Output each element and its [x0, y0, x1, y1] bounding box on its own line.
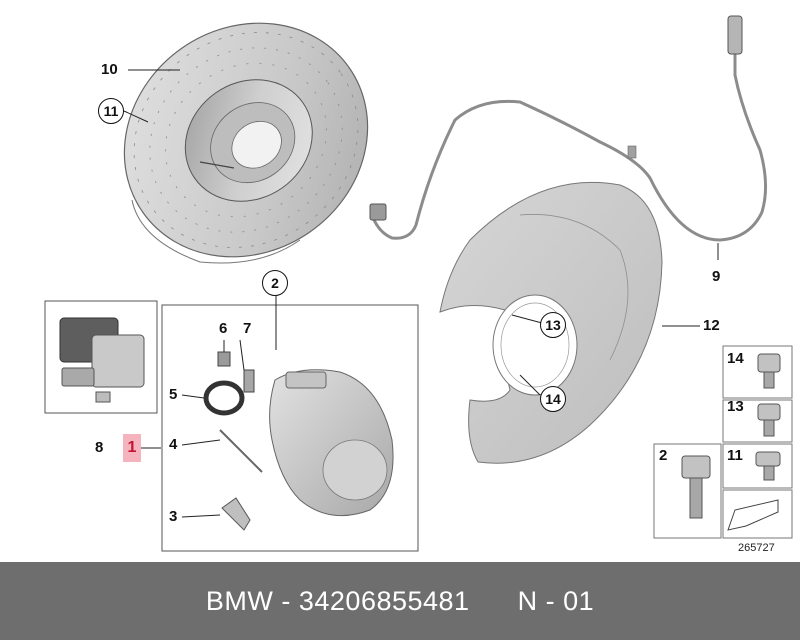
- callout-4: 4: [169, 436, 178, 453]
- diagram-reference-number: 265727: [738, 542, 775, 554]
- callout-1-highlighted: 1: [123, 434, 141, 462]
- footer-part-number: 34206855481: [298, 585, 470, 616]
- callout-3: 3: [169, 508, 178, 525]
- footer-gap: [470, 586, 518, 617]
- callout-10: 10: [101, 61, 118, 78]
- footer-brand: BMW: [205, 585, 274, 616]
- callout-11: 11: [98, 98, 124, 124]
- legend-2: 2: [659, 447, 668, 464]
- callout-8: 8: [95, 439, 104, 456]
- leader-lines: [123, 69, 719, 518]
- callout-13: 13: [540, 312, 566, 338]
- callout-5: 5: [169, 386, 178, 403]
- legend-11: 11: [727, 447, 743, 464]
- footer-separator: -: [273, 585, 299, 616]
- brake-pad-group: [44, 300, 158, 414]
- fastener-legend: [653, 345, 793, 539]
- callout-6: 6: [219, 320, 228, 337]
- part-number-footer: BMW - 34206855481 N - 01: [0, 562, 800, 640]
- wear-sensor: [369, 15, 767, 242]
- brake-disc: [123, 22, 369, 264]
- caliper-group: [161, 304, 419, 552]
- legend-14: 14: [727, 350, 744, 367]
- footer-suffix: N - 01: [517, 585, 595, 616]
- legend-13: 13: [727, 398, 744, 415]
- callout-7: 7: [243, 320, 252, 337]
- callout-12: 12: [703, 317, 720, 334]
- callout-2: 2: [262, 270, 288, 296]
- callout-14: 14: [540, 386, 566, 412]
- parts-diagram: [44, 15, 793, 552]
- callout-9: 9: [712, 268, 721, 285]
